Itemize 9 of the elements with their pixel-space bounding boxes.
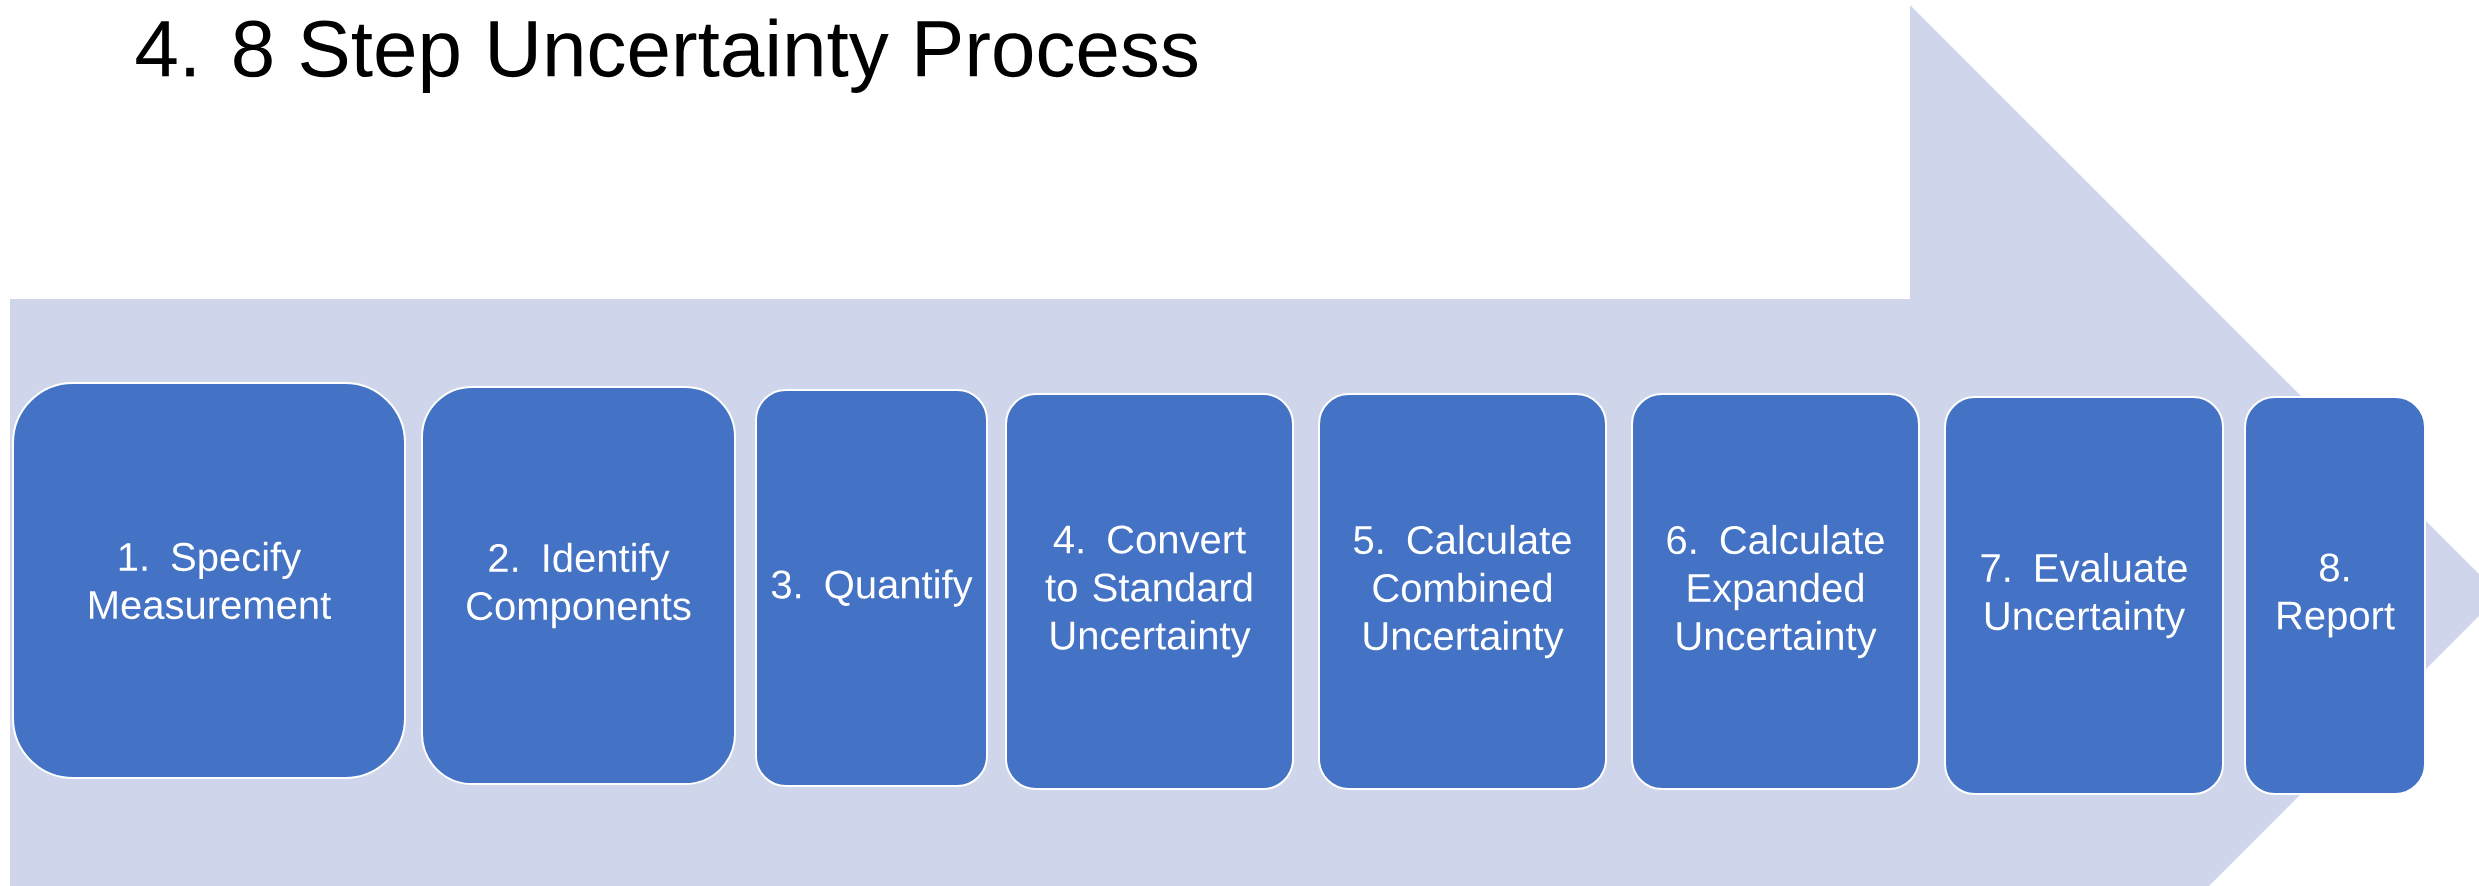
step-box: 5. Calculate Combined Uncertainty xyxy=(1318,393,1607,790)
step-box: 2. Identify Components xyxy=(421,386,736,785)
step-box: 1. Specify Measurement xyxy=(12,382,406,779)
title: 4. 8 Step Uncertainty Process xyxy=(136,18,1198,93)
step-box: 4. Convert to Standard Uncertainty xyxy=(1005,393,1294,790)
step-box: 6. Calculate Expanded Uncertainty xyxy=(1631,393,1920,790)
step-box: 8. Report xyxy=(2244,396,2426,795)
step-box: 3. Quantify xyxy=(755,389,988,787)
step-box: 7. Evaluate Uncertainty xyxy=(1944,396,2224,795)
